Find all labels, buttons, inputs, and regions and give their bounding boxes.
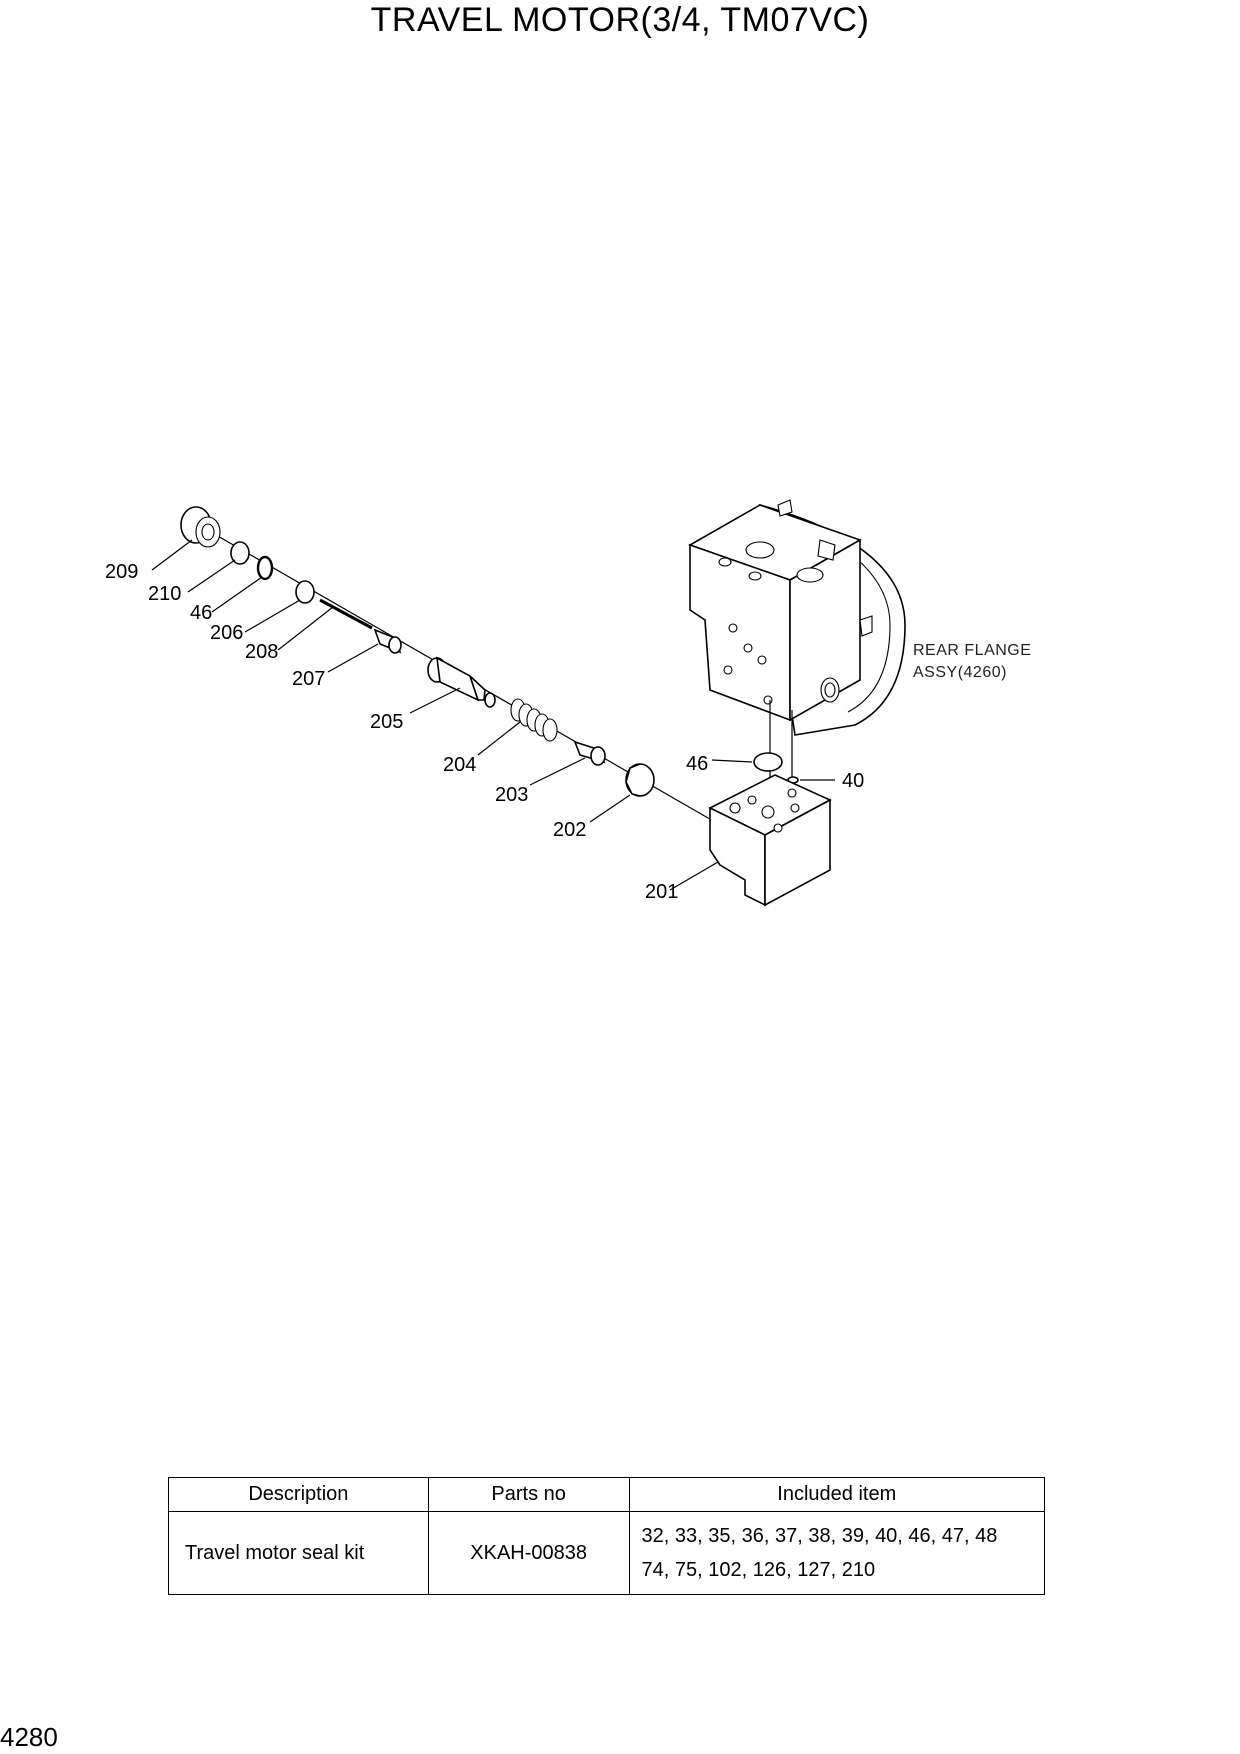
cell-parts-no: XKAH-00838 [427,1511,630,1595]
rear-flange-assy [688,499,906,736]
callout-210: 210 [148,583,181,605]
valve-block-201 [708,774,832,907]
plug-209 [180,506,221,548]
spring-204 [510,698,558,742]
page-title: TRAVEL MOTOR(3/4, TM07VC) [370,1,870,39]
callout-46-right: 46 [686,753,708,775]
table-row: Travel motor seal kit XKAH-00838 32, 33,… [168,1511,1046,1595]
callout-46-left: 46 [190,602,212,624]
header-description: Description [168,1477,429,1512]
callout-205: 205 [370,711,403,733]
parts-table: Description Parts no Included item Trave… [168,1477,1046,1595]
included-items-line-1: 32, 33, 35, 36, 37, 38, 39, 40, 46, 47, … [641,1525,998,1547]
rear-flange-label: REAR FLANGE [913,642,1031,659]
part-203 [573,740,606,766]
callout-40: 40 [842,770,864,792]
pin-208 [319,598,373,630]
page-number: 4280 [0,1722,58,1752]
o-ring-46-left [256,555,274,581]
o-ring-46-right [753,752,783,772]
callout-201: 201 [645,881,678,903]
header-included-item: Included item [628,1477,1046,1512]
leader-lines [151,539,835,891]
piston-207 [373,628,402,654]
callout-208: 208 [245,641,278,663]
callout-209: 209 [105,561,138,583]
included-items-line-2: 74, 75, 102, 126, 127, 210 [641,1559,876,1581]
callout-204: 204 [443,754,476,776]
ring-210 [230,541,250,565]
part-202 [625,763,655,797]
table-header-row: Description Parts no Included item [168,1477,1046,1512]
ring-206 [295,580,315,604]
callout-207: 207 [292,668,325,690]
cell-description: Travel motor seal kit [168,1511,429,1595]
callout-202: 202 [553,819,586,841]
callout-206: 206 [210,622,243,644]
rear-flange-assy-label: ASSY(4260) [913,664,1007,681]
cell-included-item: 32, 33, 35, 36, 37, 38, 39, 40, 46, 47, … [628,1511,1046,1595]
spool-205 [427,656,496,708]
header-parts-no: Parts no [427,1477,630,1512]
callout-203: 203 [495,784,528,806]
